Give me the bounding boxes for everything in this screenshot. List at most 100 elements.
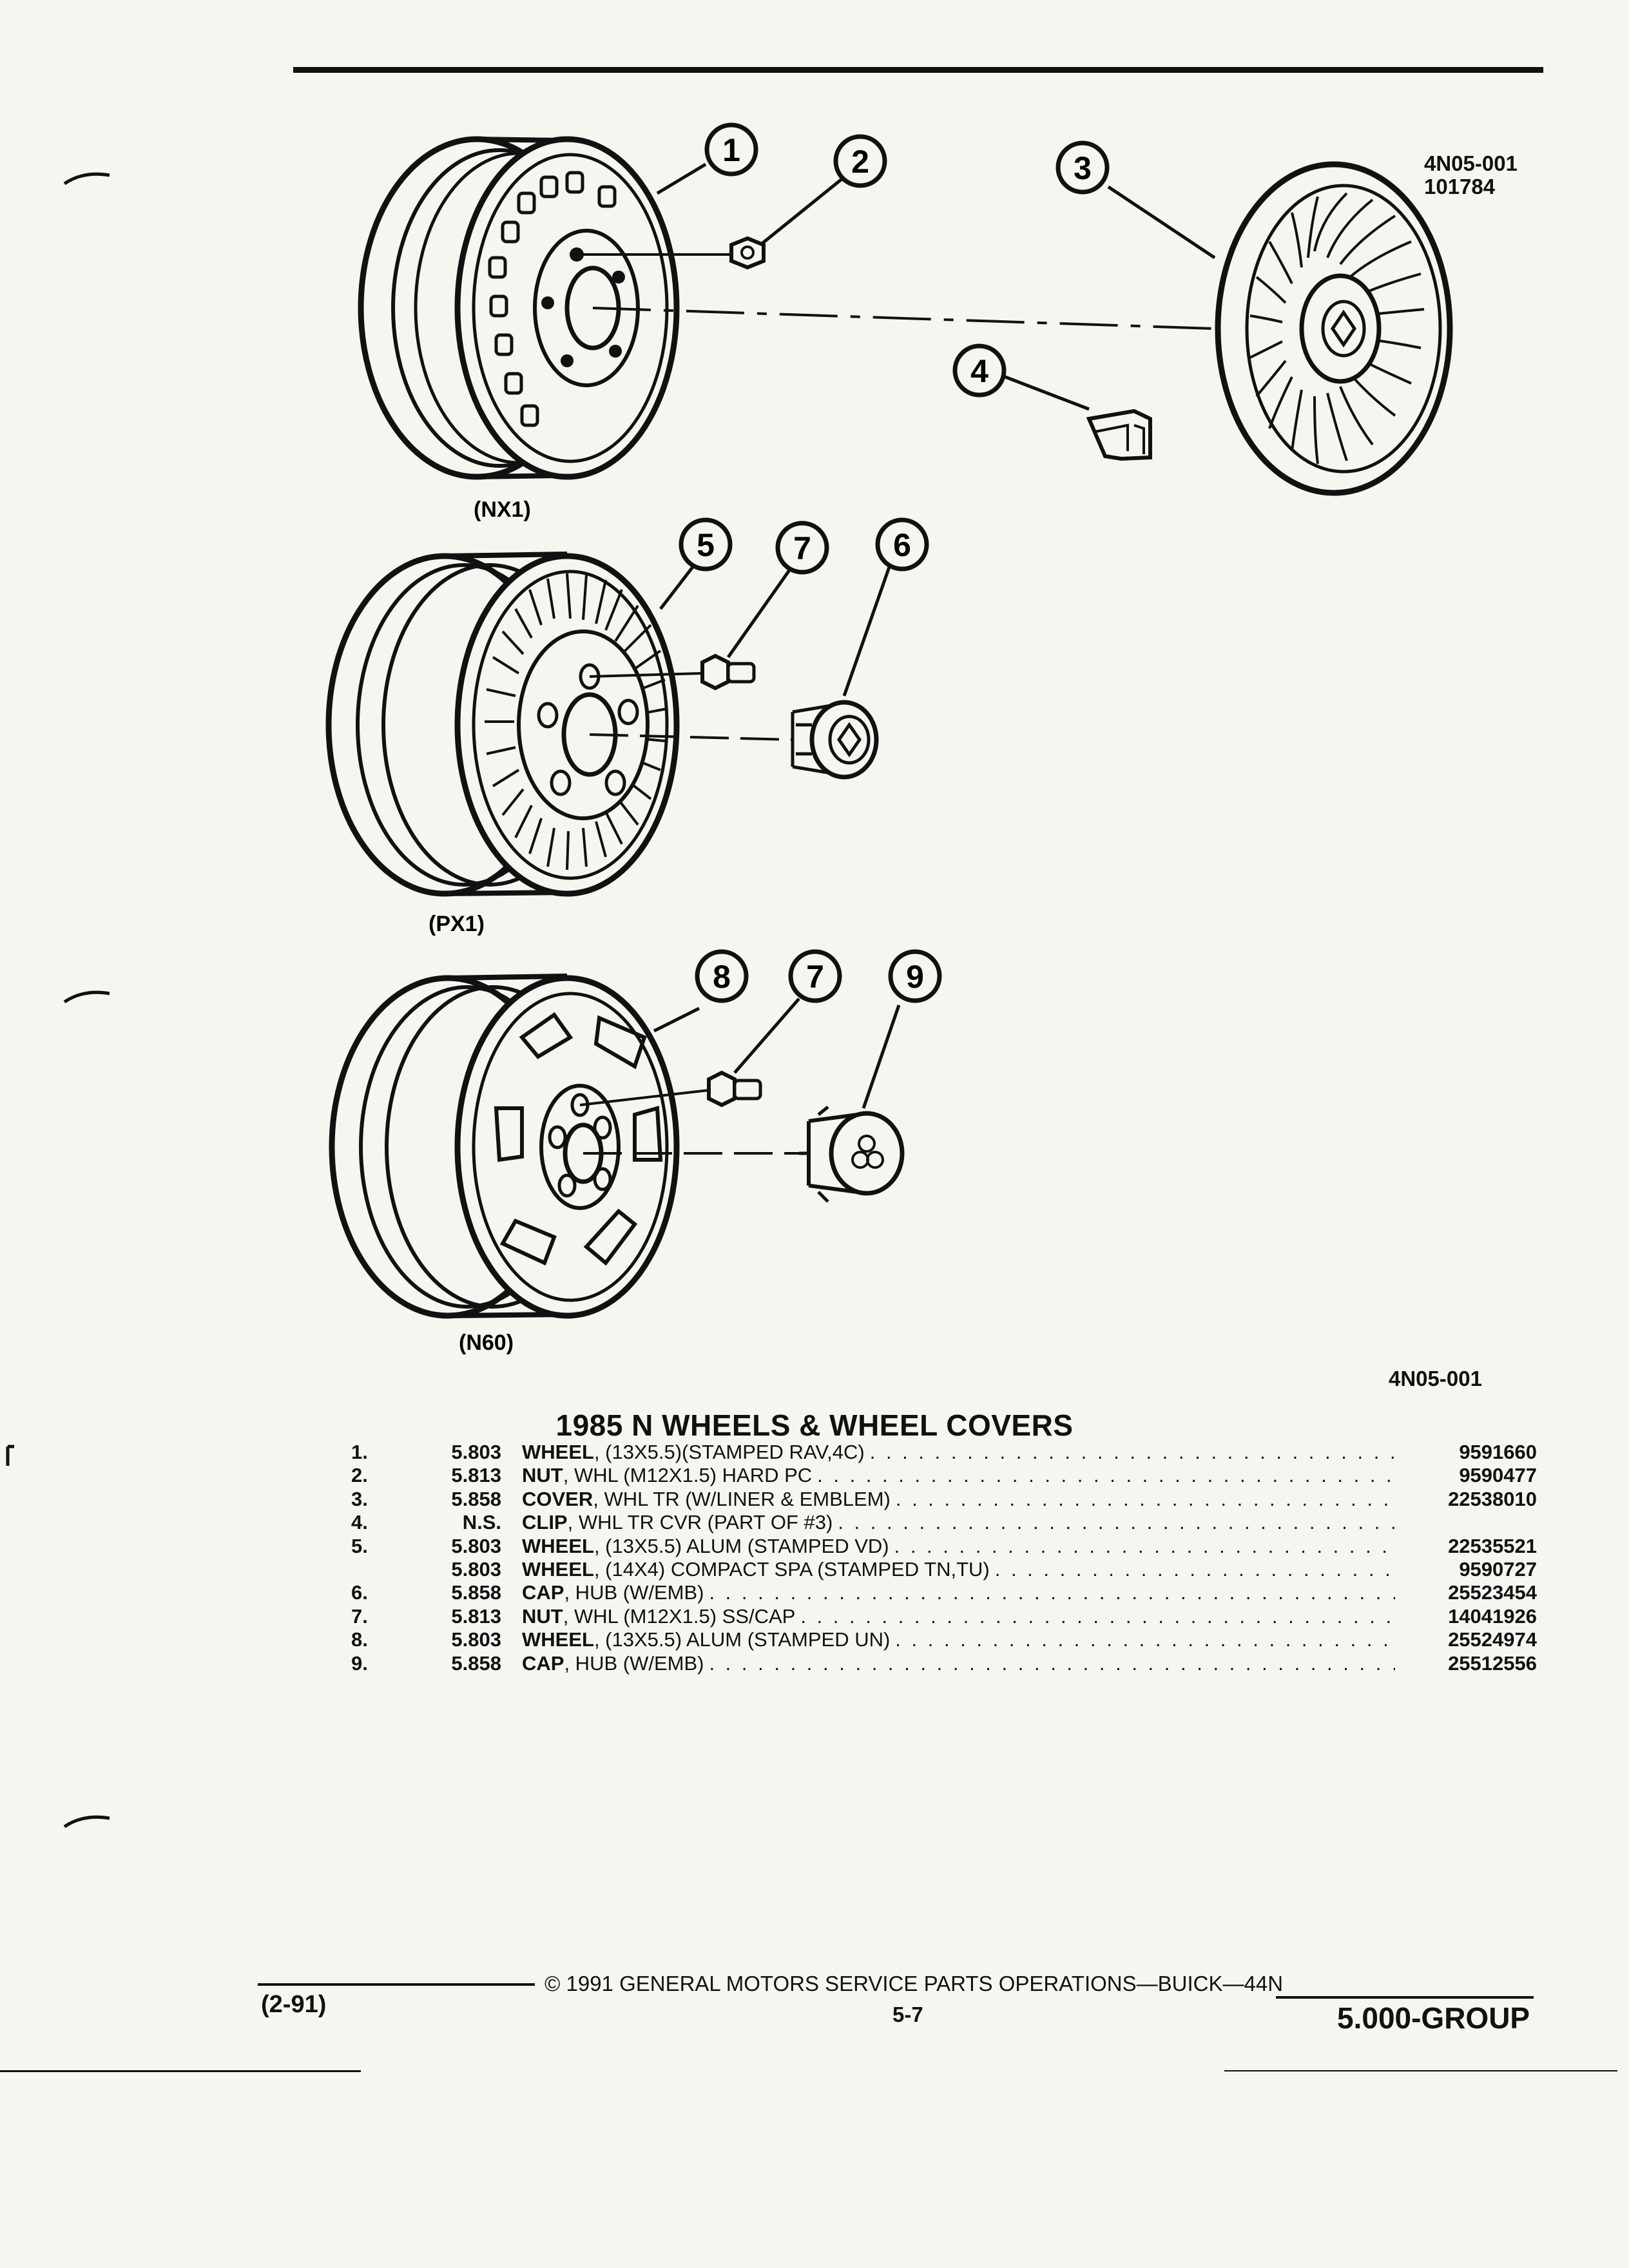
footer-rule-left <box>258 1983 535 1986</box>
svg-text:2: 2 <box>851 144 869 180</box>
parts-row-index: 9. <box>351 1651 368 1675</box>
top-rule <box>293 67 1543 73</box>
svg-text:8: 8 <box>713 959 731 995</box>
parts-row-index: 8. <box>351 1628 368 1651</box>
callout-9: 9 <box>888 949 942 1003</box>
parts-row-group: 5.858 <box>451 1487 501 1510</box>
callout-6: 6 <box>875 517 929 572</box>
lug-nut-ss-illustration-lower <box>707 1070 762 1108</box>
wheel-cover-illustration <box>1215 161 1453 496</box>
parts-row-spec: , HUB (W/EMB) <box>564 1581 704 1604</box>
parts-row-spec: , WHL (M12X1.5) HARD PC <box>563 1464 813 1487</box>
parts-row-part-number <box>1395 1511 1537 1534</box>
scan-margin-marks <box>6 172 110 1829</box>
wheel-n60-illustration <box>329 974 680 1319</box>
svg-text:1: 1 <box>722 132 740 168</box>
parts-row-description: CAP, HUB (W/EMB) <box>522 1581 1395 1604</box>
svg-text:9: 9 <box>906 959 924 995</box>
parts-row-spec: , (13X5.5) ALUM (STAMPED UN) <box>593 1628 891 1651</box>
parts-row-description: WHEEL, (13X5.5) ALUM (STAMPED UN) <box>522 1628 1395 1651</box>
parts-row-spec: , (13X5.5)(STAMPED RAV,4C) <box>593 1441 865 1463</box>
parts-row-name: WHEEL <box>522 1557 594 1581</box>
parts-row-name: WHEEL <box>522 1628 594 1651</box>
parts-row: 3. 5.858 COVER, WHL TR (W/LINER & EMBLEM) 2… <box>351 1488 1537 1511</box>
wheel-nx1-hub-plate <box>533 229 640 387</box>
parts-row-spec: , (14X4) COMPACT SPA (STAMPED TN,TU) <box>593 1557 990 1581</box>
leader-dots <box>890 1628 1395 1651</box>
clip-illustration <box>1086 408 1152 461</box>
leader-dots <box>704 1652 1395 1675</box>
svg-text:4: 4 <box>970 353 988 389</box>
parts-row-spec: , HUB (W/EMB) <box>564 1651 704 1675</box>
ref-code-line2: 101784 <box>1424 175 1496 199</box>
parts-row-index: 4. <box>351 1511 368 1534</box>
leader-7-upper <box>726 569 791 658</box>
parts-row-group: 5.803 <box>451 1628 501 1651</box>
leader-1 <box>656 162 707 195</box>
leader-8 <box>653 1006 700 1033</box>
ref-code-top: 4N05-001 101784 <box>1424 151 1518 199</box>
leader-dots <box>795 1605 1395 1628</box>
footer-group: 5.000-GROUP <box>1337 2001 1530 2035</box>
svg-text:7: 7 <box>793 530 811 566</box>
parts-row-group: N.S. <box>462 1511 501 1534</box>
parts-row-description: CAP, HUB (W/EMB) <box>522 1652 1395 1675</box>
hub-cap-illustration-lower <box>799 1106 905 1203</box>
leader-2 <box>759 176 845 246</box>
parts-row-description: NUT, WHL (M12X1.5) HARD PC <box>522 1464 1395 1487</box>
wheel-nx1-face-inner <box>472 153 669 463</box>
ref-code-line1: 4N05-001 <box>1424 151 1518 175</box>
parts-row-name: WHEEL <box>522 1441 594 1463</box>
parts-row-description: NUT, WHL (M12X1.5) SS/CAP <box>522 1605 1395 1628</box>
lug-nut-ss-illustration-upper <box>700 653 756 691</box>
wheel-nx1-lug-holes <box>541 247 625 367</box>
parts-row-name: NUT <box>522 1464 563 1487</box>
parts-row-spec: , (13X5.5) ALUM (STAMPED VD) <box>593 1534 889 1557</box>
parts-row-part-number: 25512556 <box>1448 1651 1537 1675</box>
parts-row-group: 5.803 <box>451 1534 501 1557</box>
parts-row-group: 5.813 <box>451 1604 501 1628</box>
lug-nut-illustration <box>729 236 766 270</box>
parts-row-description: WHEEL, (13X5.5)(STAMPED RAV,4C) <box>522 1441 1395 1464</box>
wheel-label-n60: (N60) <box>459 1331 514 1355</box>
callout-7-upper: 7 <box>775 521 829 575</box>
centerline-nx1 <box>592 307 1215 330</box>
ref-code-bottom: 4N05-001 <box>1389 1367 1482 1390</box>
callout-3: 3 <box>1055 140 1110 195</box>
parts-row-group: 5.858 <box>451 1651 501 1675</box>
leader-5 <box>659 566 694 610</box>
leader-dots <box>833 1511 1395 1534</box>
footer-copyright: © 1991 GENERAL MOTORS SERVICE PARTS OPER… <box>545 1972 1284 1995</box>
leader-dots <box>990 1558 1395 1581</box>
parts-row-part-number: 14041926 <box>1448 1604 1537 1628</box>
svg-text:3: 3 <box>1074 150 1092 186</box>
svg-text:5: 5 <box>697 527 715 563</box>
svg-text:7: 7 <box>806 959 824 995</box>
parts-row-description: COVER, WHL TR (W/LINER & EMBLEM) <box>522 1488 1395 1511</box>
parts-row-group: 5.813 <box>451 1464 501 1487</box>
leader-dots <box>812 1464 1395 1487</box>
parts-row-part-number: 22538010 <box>1448 1487 1537 1510</box>
parts-row-group: 5.858 <box>451 1581 501 1604</box>
parts-row-name: NUT <box>522 1604 563 1628</box>
leader-dots <box>889 1535 1395 1558</box>
parts-row-index: 3. <box>351 1487 368 1510</box>
parts-row-part-number: 9590477 <box>1459 1464 1537 1487</box>
parts-row-index <box>351 1558 396 1581</box>
parts-row: 9. 5.858 CAP, HUB (W/EMB) 25512556 <box>351 1652 1537 1675</box>
parts-row-index: 6. <box>351 1581 368 1604</box>
wheel-px1-illustration <box>325 552 680 897</box>
parts-row-spec: , WHL (M12X1.5) SS/CAP <box>563 1604 796 1628</box>
wheel-nx1-vent-holes <box>488 171 617 427</box>
parts-row-part-number: 22535521 <box>1448 1534 1537 1557</box>
callout-5: 5 <box>679 517 733 572</box>
callout-7-lower: 7 <box>788 949 842 1003</box>
parts-row-description: WHEEL, (14X4) COMPACT SPA (STAMPED TN,TU… <box>522 1558 1395 1581</box>
parts-row-group: 5.803 <box>451 1441 501 1463</box>
footer-page-number: 5-7 <box>892 2003 923 2026</box>
parts-row-description: WHEEL, (13X5.5) ALUM (STAMPED VD) <box>522 1535 1395 1558</box>
